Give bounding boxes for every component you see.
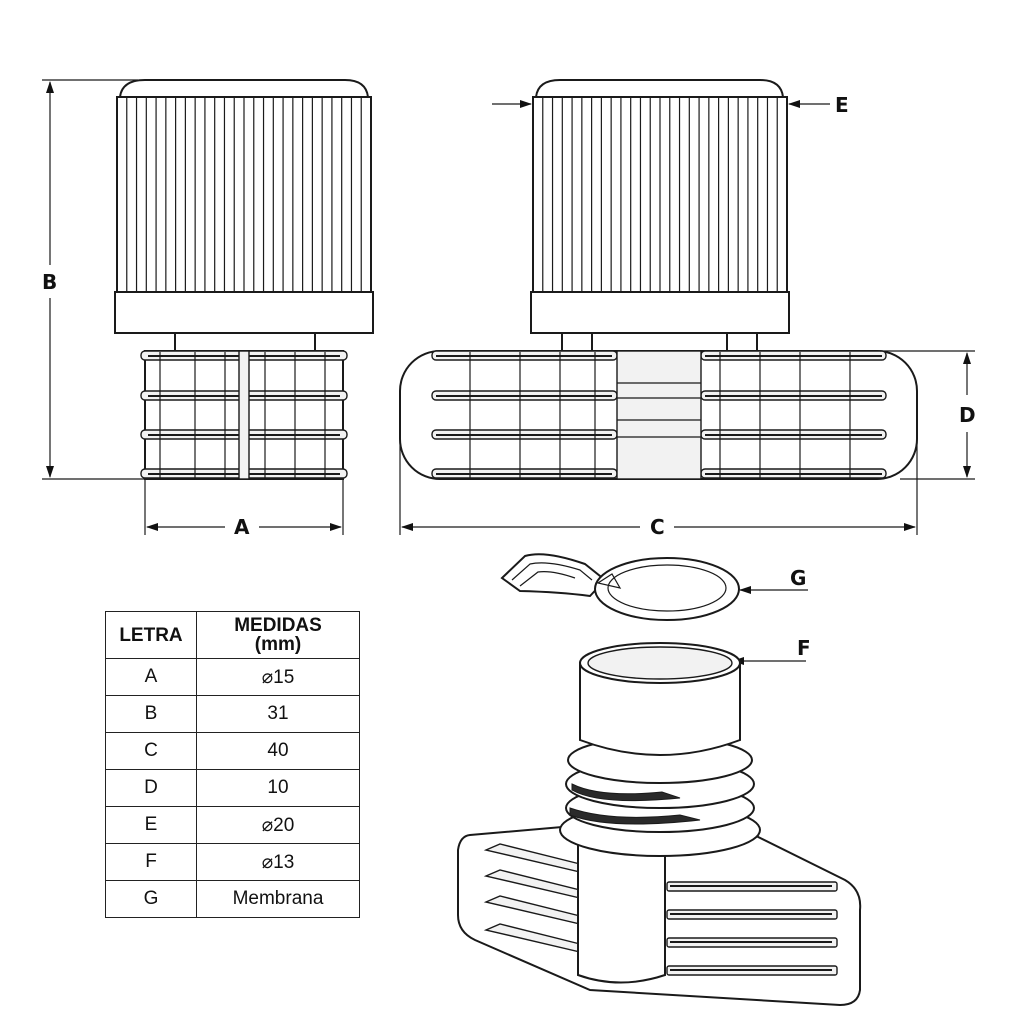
row-value: 10 bbox=[196, 769, 360, 807]
spout-fins-right bbox=[666, 881, 838, 976]
table-row: G Membrana bbox=[105, 880, 360, 918]
dim-label-f: F bbox=[797, 636, 811, 660]
table-header-row: LETRA MEDIDAS (mm) bbox=[105, 611, 360, 659]
wide-base-fins bbox=[431, 350, 887, 479]
neck-post-right bbox=[726, 332, 758, 352]
dim-label-c: C bbox=[650, 515, 665, 539]
row-letter: E bbox=[105, 806, 197, 844]
spout-tube-bore bbox=[587, 646, 733, 680]
neck-post-left bbox=[561, 332, 593, 352]
cap-top-right bbox=[534, 79, 785, 98]
row-letter: A bbox=[105, 658, 197, 696]
row-value: 31 bbox=[196, 695, 360, 733]
center-rib bbox=[238, 350, 250, 480]
dim-label-b: B bbox=[42, 270, 57, 294]
table-row: D 10 bbox=[105, 769, 360, 807]
neck bbox=[174, 332, 316, 352]
dim-label-d: D bbox=[959, 403, 976, 427]
row-value: 40 bbox=[196, 732, 360, 770]
side-view-right bbox=[399, 79, 918, 480]
row-value: Membrana bbox=[196, 880, 360, 918]
row-value: ⌀13 bbox=[196, 843, 360, 881]
row-value: ⌀15 bbox=[196, 658, 360, 696]
spout-tube bbox=[579, 662, 741, 756]
cap-top bbox=[118, 79, 370, 98]
cap-knurling bbox=[126, 98, 362, 291]
row-letter: G bbox=[105, 880, 197, 918]
row-value: ⌀20 bbox=[196, 806, 360, 844]
cap-knurling-right bbox=[542, 98, 778, 291]
wide-base-center bbox=[616, 350, 702, 480]
spout-fins-left bbox=[483, 843, 581, 953]
header-measures-line2: (mm) bbox=[254, 634, 302, 655]
dim-label-e: E bbox=[835, 93, 849, 117]
header-measures-line1: MEDIDAS bbox=[234, 615, 322, 636]
header-letter: LETRA bbox=[105, 611, 197, 659]
header-measures: MEDIDAS (mm) bbox=[196, 611, 360, 659]
row-letter: B bbox=[105, 695, 197, 733]
dim-label-a: A bbox=[234, 515, 250, 539]
membrane-ring-outer bbox=[594, 557, 740, 621]
cap-ring-right bbox=[530, 291, 790, 334]
table-row: B 31 bbox=[105, 695, 360, 733]
row-letter: D bbox=[105, 769, 197, 807]
table-row: A ⌀15 bbox=[105, 658, 360, 696]
measurements-table: LETRA MEDIDAS (mm) A ⌀15 B 31 C 40 D 10 … bbox=[105, 611, 360, 918]
row-letter: F bbox=[105, 843, 197, 881]
spout-3d bbox=[457, 642, 862, 1007]
table-row: F ⌀13 bbox=[105, 843, 360, 881]
cap-ring bbox=[114, 291, 374, 334]
table-row: E ⌀20 bbox=[105, 806, 360, 844]
dim-label-g: G bbox=[790, 566, 806, 590]
row-letter: C bbox=[105, 732, 197, 770]
side-view-left bbox=[114, 79, 374, 480]
table-row: C 40 bbox=[105, 732, 360, 770]
membrane-ring-inner bbox=[607, 564, 727, 612]
spout-center-body bbox=[577, 828, 666, 984]
dimension-lines: B A C D E G F bbox=[42, 79, 976, 665]
membrane-ring bbox=[500, 553, 740, 621]
